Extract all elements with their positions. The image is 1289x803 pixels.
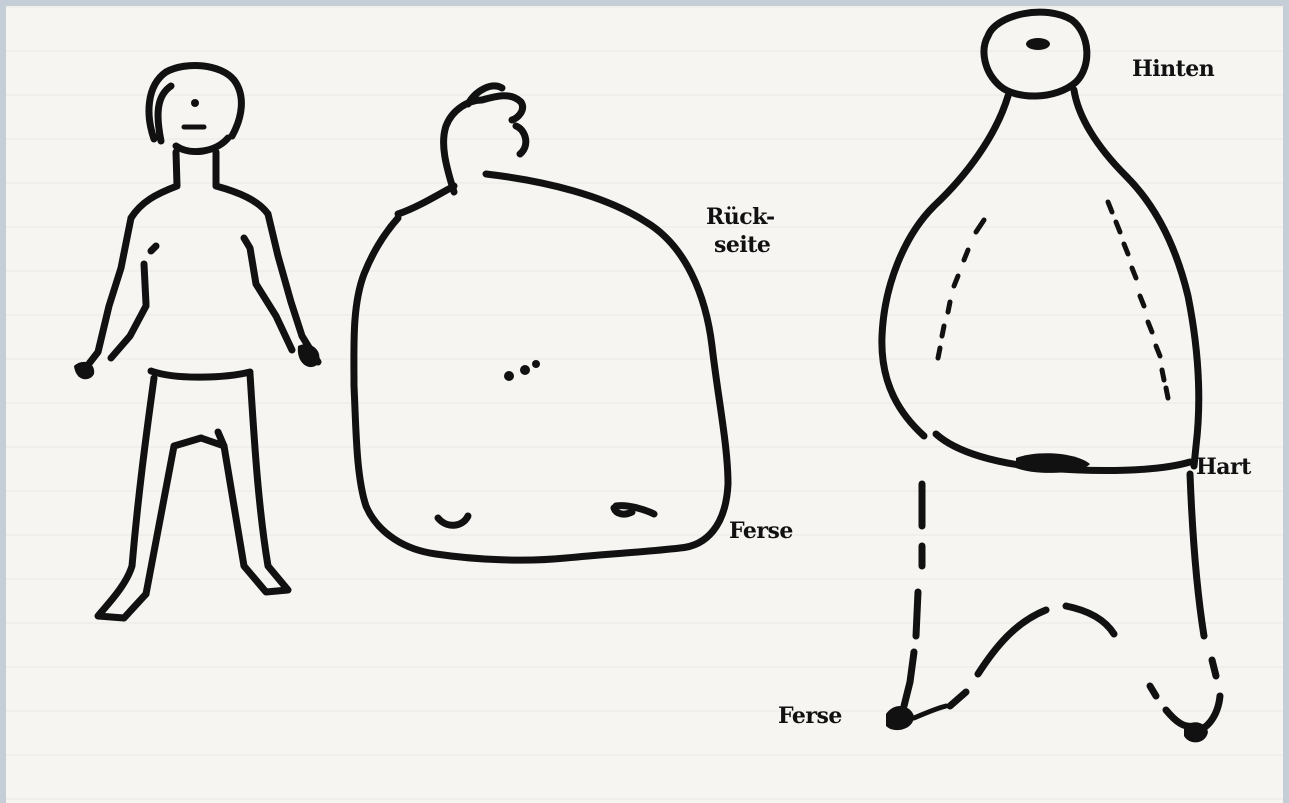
side-view-figure — [882, 12, 1220, 742]
hart-label: Hart — [1196, 454, 1251, 480]
hinten-label: Hinten — [1132, 56, 1214, 82]
back-view-figure — [354, 86, 728, 560]
ferse-label-middle: Ferse — [729, 518, 793, 544]
rueckseite-label: Rück- seite — [706, 203, 775, 259]
person-figure — [74, 65, 319, 618]
ferse-label-right: Ferse — [778, 703, 842, 729]
rueckseite-label-line2: seite — [706, 231, 775, 259]
rueckseite-label-line1: Rück- — [706, 203, 775, 231]
dotted-line-left — [938, 220, 984, 358]
drawing-frame: Rück- seite Ferse Hinten Hart Ferse — [6, 6, 1283, 803]
lower-left-edge — [904, 484, 922, 706]
sketch-illustration — [6, 6, 1283, 803]
dotted-line-right — [1108, 202, 1168, 398]
